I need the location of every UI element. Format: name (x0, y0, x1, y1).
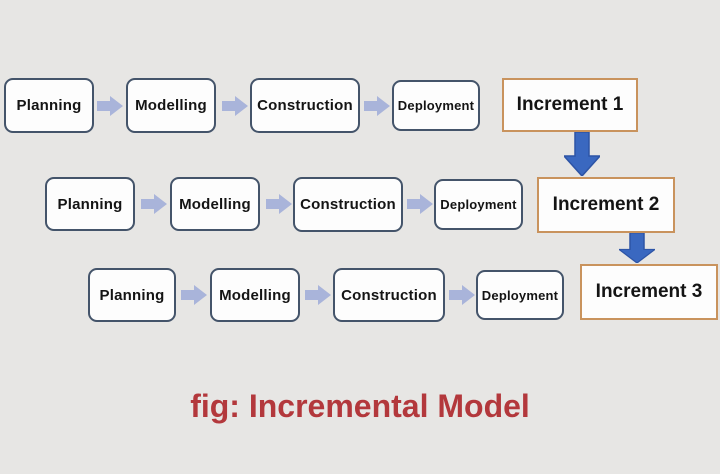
phase-deployment-row1: Deployment (392, 80, 480, 131)
down-arrow-icon (619, 233, 655, 263)
figure-caption: fig: Incremental Model (190, 388, 530, 424)
flow-arrow-icon (364, 96, 390, 116)
flow-arrow-icon (181, 285, 207, 305)
phase-construction-row1: Construction (250, 78, 360, 133)
flow-arrow-icon (449, 285, 475, 305)
flow-arrow-icon (305, 285, 331, 305)
increment-2-box: Increment 2 (537, 177, 675, 233)
phase-deployment-row2: Deployment (434, 179, 523, 230)
flow-arrow-icon (141, 194, 167, 214)
flow-arrow-icon (407, 194, 433, 214)
increment-3-box: Increment 3 (580, 264, 718, 320)
phase-construction-row2: Construction (293, 177, 403, 232)
phase-modelling-row3: Modelling (210, 268, 300, 322)
phase-modelling-row2: Modelling (170, 177, 260, 231)
flow-arrow-icon (222, 96, 248, 116)
phase-planning-row2: Planning (45, 177, 135, 231)
down-arrow-icon (564, 132, 600, 176)
flow-arrow-icon (97, 96, 123, 116)
phase-modelling-row1: Modelling (126, 78, 216, 133)
phase-planning-row1: Planning (4, 78, 94, 133)
phase-planning-row3: Planning (88, 268, 176, 322)
increment-1-box: Increment 1 (502, 78, 638, 132)
flow-arrow-icon (266, 194, 292, 214)
phase-construction-row3: Construction (333, 268, 445, 322)
phase-deployment-row3: Deployment (476, 270, 564, 320)
